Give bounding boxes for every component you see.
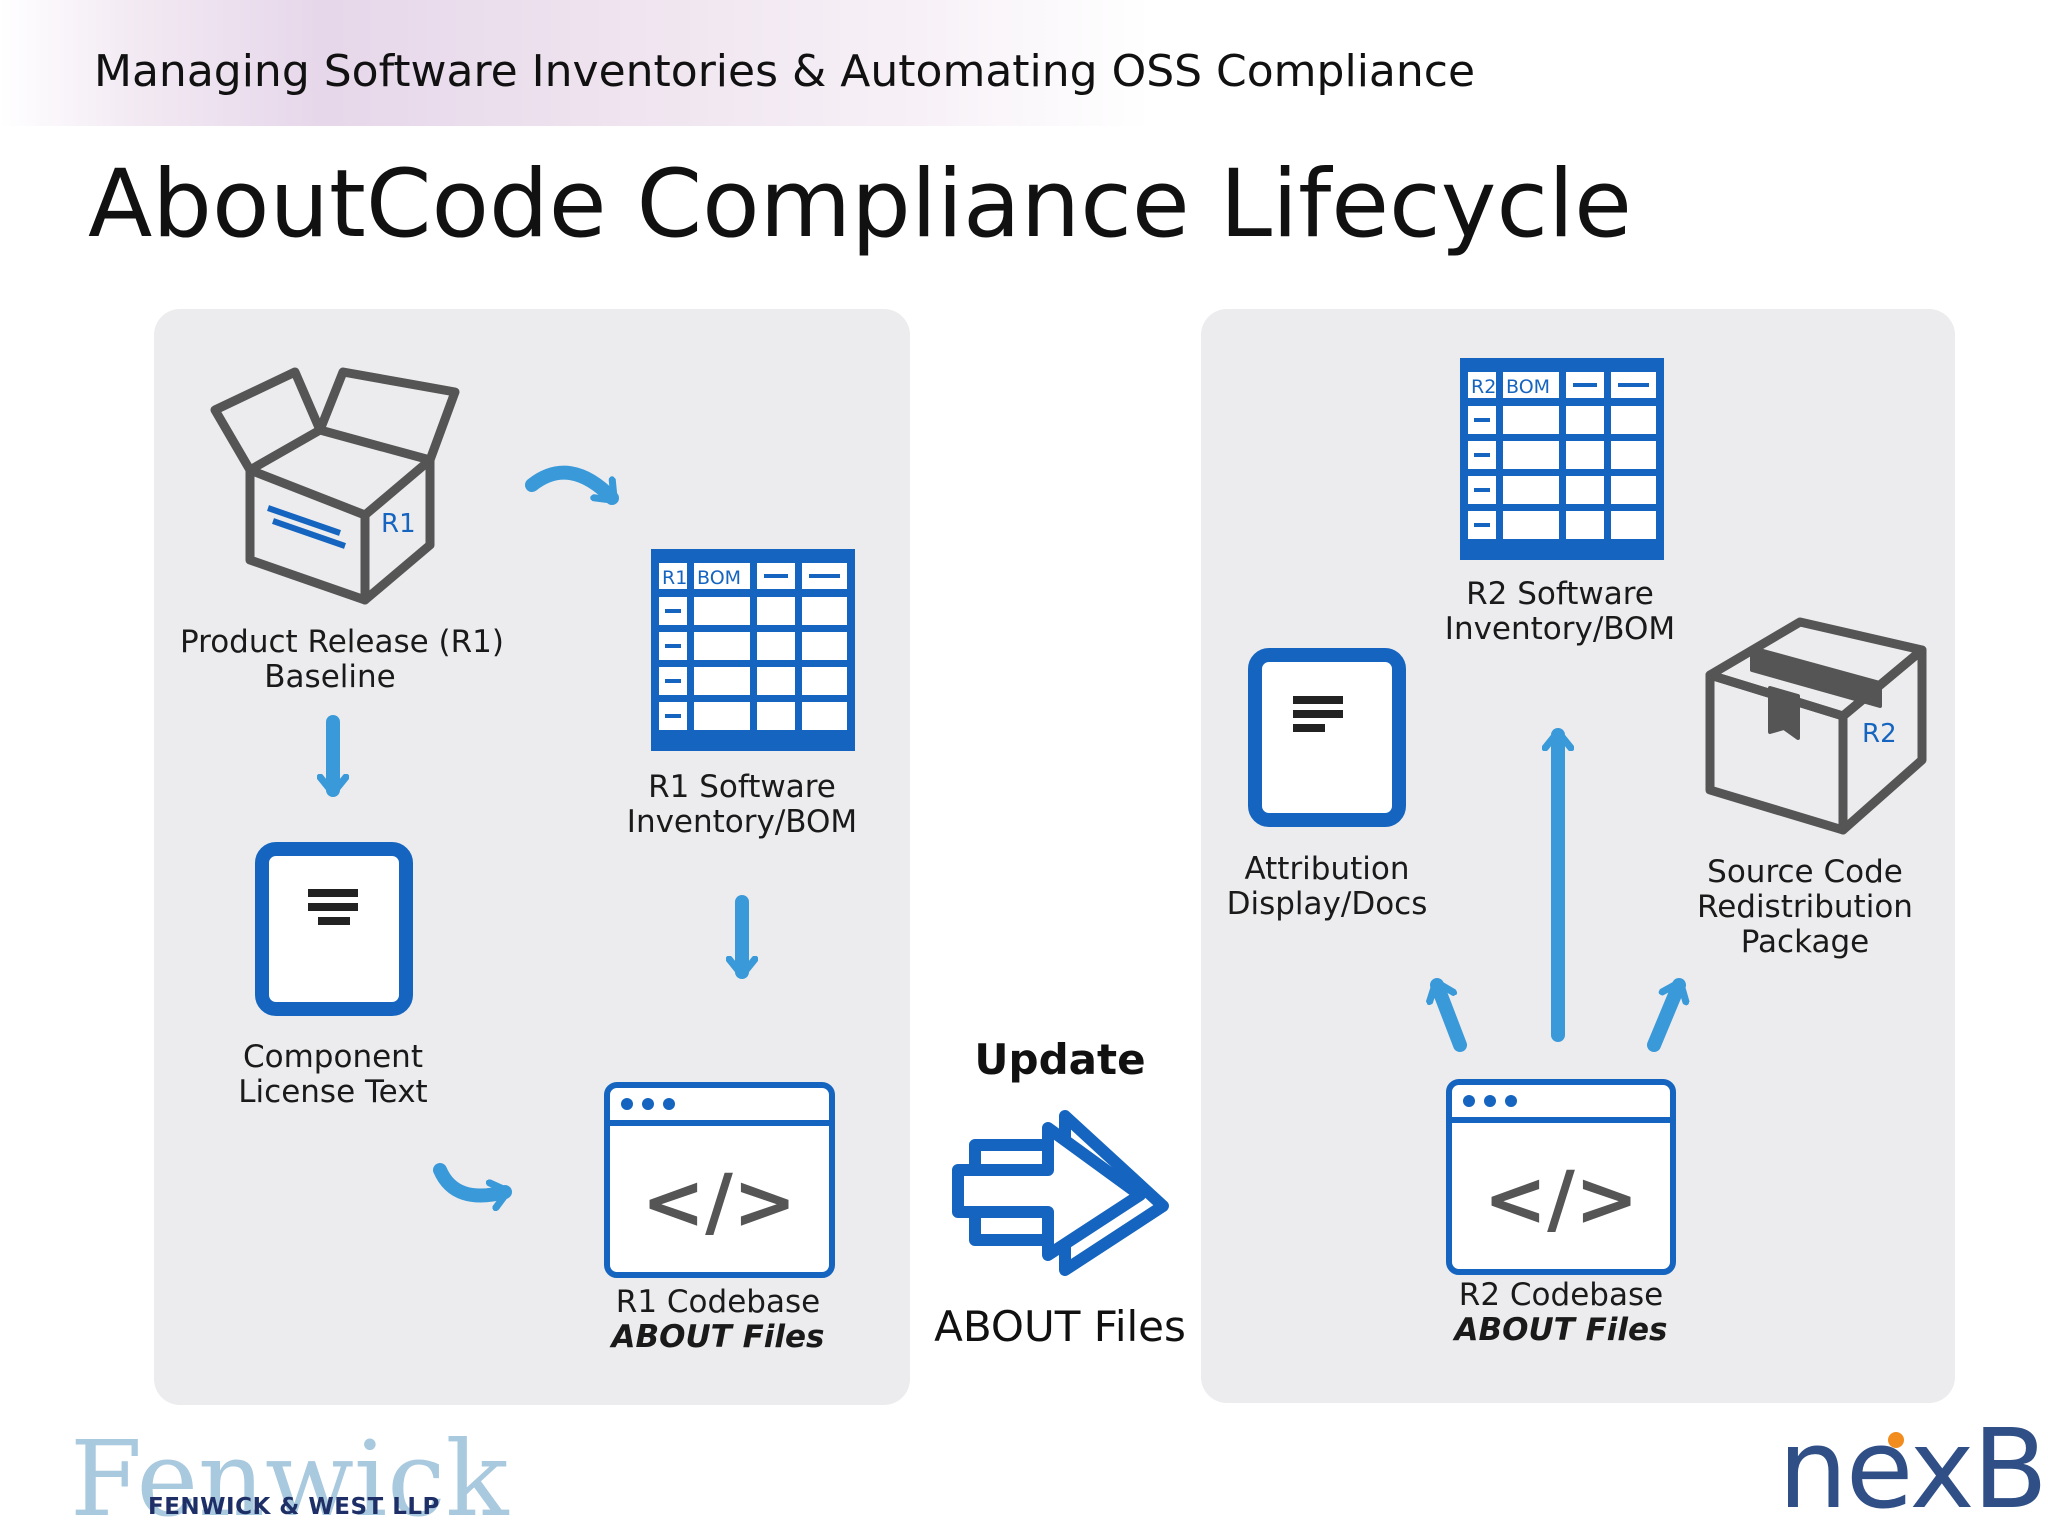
r2-code-window-icon: </> <box>1446 1079 1676 1275</box>
sealed-box-icon: R2 <box>1705 617 1927 835</box>
r1-bom-table-icon: R1 BOM <box>651 549 855 751</box>
license-document-icon <box>255 842 413 1016</box>
update-label: Update <box>974 1035 1146 1084</box>
fenwick-logo: Fenwick <box>70 1418 509 1540</box>
r1-bom-label: R1 Software Inventory/BOM <box>626 769 858 840</box>
about-files-label: ABOUT Files <box>934 1302 1186 1351</box>
bom-tag-r1: R1 <box>662 567 687 589</box>
r2-codebase-label: R2 Codebase ABOUT Files <box>1454 1277 1668 1348</box>
r2-bom-label: R2 Software Inventory/BOM <box>1444 576 1676 647</box>
curved-arrow-to-bom <box>525 465 619 505</box>
bom-header-r1: BOM <box>697 567 741 589</box>
source-code-package-label: Source Code Redistribution Package <box>1697 854 1913 960</box>
slide-title: AboutCode Compliance Lifecycle <box>88 150 1632 259</box>
box-tag-r2: R2 <box>1862 719 1897 749</box>
arrow-up-to-source <box>1647 978 1679 1052</box>
code-symbol-r1: </> <box>641 1157 796 1246</box>
product-release-label: Product Release (R1) Baseline <box>180 624 504 695</box>
curved-arrow-to-codebase <box>433 1163 512 1196</box>
r2-bom-table-icon: R2 BOM <box>1460 358 1664 560</box>
fenwick-west-name: FENWICK & WEST LLP <box>148 1494 440 1520</box>
arrow-up-to-attribution <box>1437 978 1467 1052</box>
attribution-label: Attribution Display/Docs <box>1226 851 1428 922</box>
r1-code-window-icon: </> <box>604 1082 835 1278</box>
nexb-logo-dot <box>1888 1432 1904 1448</box>
nexb-logo: nexB <box>1778 1405 2048 1533</box>
r1-codebase-label: R1 Codebase ABOUT Files <box>611 1284 825 1355</box>
attribution-document-icon <box>1248 648 1406 827</box>
open-box-icon: R1 <box>210 367 460 605</box>
license-text-label: Component License Text <box>238 1039 428 1110</box>
box-tag-r1: R1 <box>381 509 416 539</box>
slide-subtitle: Managing Software Inventories & Automati… <box>94 46 1476 97</box>
double-arrow-icon <box>952 1110 1169 1276</box>
code-symbol-r2: </> <box>1483 1154 1638 1243</box>
bom-tag-r2: R2 <box>1471 376 1496 398</box>
bom-header-r2: BOM <box>1506 376 1550 398</box>
header-banner <box>0 0 1150 126</box>
